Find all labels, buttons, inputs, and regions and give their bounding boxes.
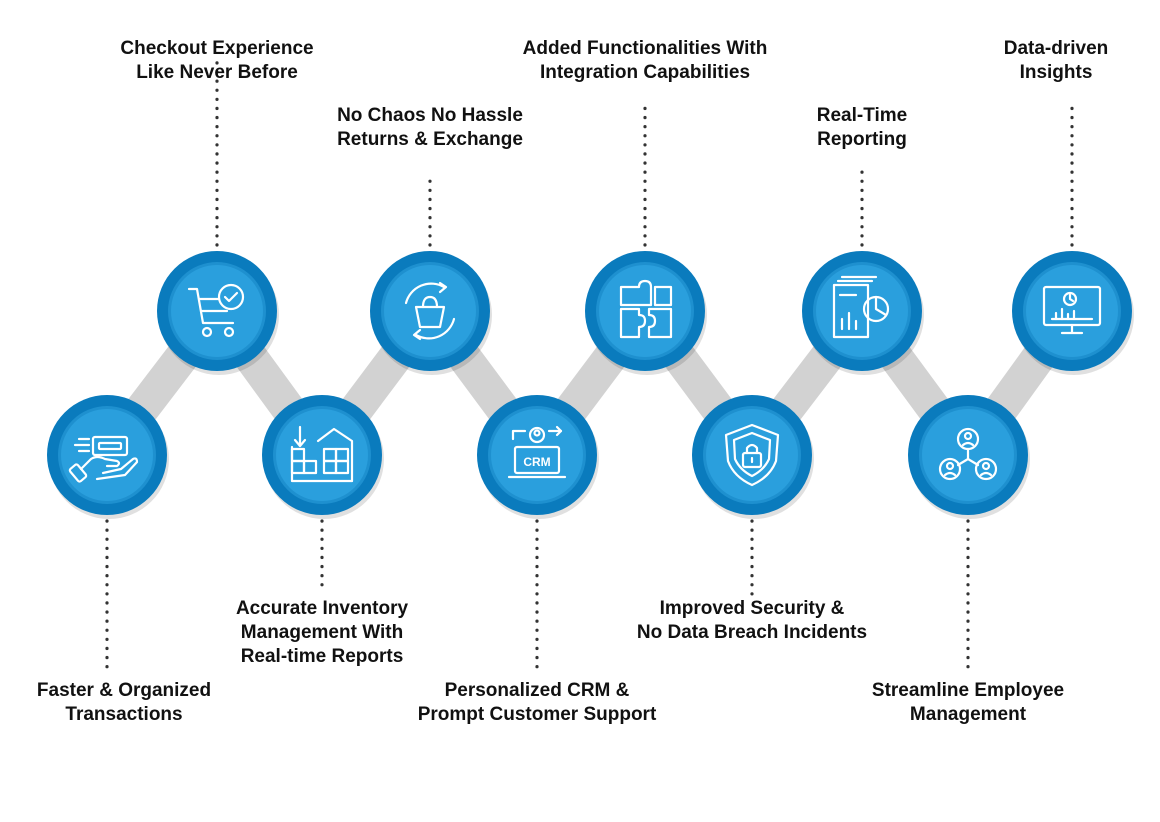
feature-node (692, 395, 814, 519)
node-layer: CRM (47, 251, 1134, 519)
feature-node: CRM (477, 395, 599, 519)
feature-label-line: Prompt Customer Support (417, 704, 657, 725)
feature-label-line: Improved Security & (659, 598, 845, 619)
feature-label-line: Streamline Employee (871, 680, 1065, 701)
feature-node (802, 251, 924, 375)
feature-label-line: Real-time Reports (240, 646, 404, 667)
analytics-monitor-icon (1042, 285, 1102, 335)
feature-label-line: Transactions (65, 704, 183, 725)
feature-label-line: Reporting (817, 129, 907, 150)
feature-node (47, 395, 169, 519)
report-documents-chart-icon (832, 275, 890, 339)
node-inner-disc (276, 409, 368, 501)
feature-label-line: Like Never Before (136, 62, 298, 83)
feature-label-line: Management With (240, 622, 404, 643)
feature-label: Personalized CRM & Prompt Customer Suppor… (397, 679, 677, 727)
node-inner-disc (816, 265, 908, 357)
employee-network-icon (938, 427, 998, 481)
feature-label-line: Personalized CRM & (444, 680, 630, 701)
node-inner-disc (1026, 265, 1118, 357)
feature-label-line: Management (909, 704, 1027, 725)
warehouse-inventory-icon (290, 425, 354, 483)
feature-node (1012, 251, 1134, 375)
crm-icon-text: CRM (523, 455, 550, 469)
feature-label-line: Faster & Organized (36, 680, 212, 701)
feature-label-line: No Chaos No Hassle (337, 105, 523, 126)
feature-label-line: Integration Capabilities (539, 62, 751, 83)
puzzle-pieces-icon (619, 279, 673, 339)
cash-in-hand-icon (68, 435, 139, 483)
node-inner-disc (599, 265, 691, 357)
feature-node (157, 251, 279, 375)
feature-label-line: Insights (1019, 62, 1093, 83)
shopping-cart-check-icon (187, 283, 245, 338)
feature-node (585, 251, 707, 375)
feature-label-line: Checkout Experience (120, 38, 314, 59)
node-inner-disc (384, 265, 476, 357)
crm-laptop-icon: CRM (507, 425, 567, 479)
dotted-leader-layer (105, 53, 1074, 671)
feature-label-line: Real-Time (816, 105, 908, 126)
feature-label-line: Returns & Exchange (337, 129, 523, 150)
feature-label-line: Data-driven (1003, 38, 1109, 59)
feature-label: Improved Security & No Data Breach Incide… (612, 597, 892, 645)
feature-label-line: No Data Breach Incidents (636, 622, 868, 643)
node-inner-disc (706, 409, 798, 501)
feature-label-line: Added Functionalities With (522, 38, 768, 59)
returns-bag-cycle-icon (404, 281, 456, 341)
feature-node (370, 251, 492, 375)
feature-node (262, 395, 384, 519)
feature-node (908, 395, 1030, 519)
feature-label-line: Accurate Inventory (235, 598, 409, 619)
security-shield-lock-icon (724, 423, 780, 487)
